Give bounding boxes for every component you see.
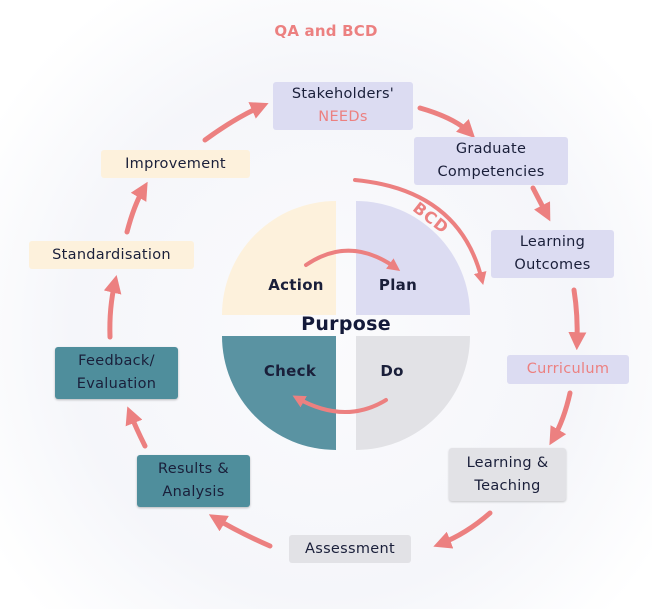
box-stakeholders-needs: Stakeholders' NEEDs [273,82,413,130]
analysis-label: Analysis [162,484,225,500]
quadrant-do [356,336,470,450]
curriculum-label: Curriculum [526,361,610,377]
box-graduate-competencies: Graduate Competencies [414,137,568,185]
action-label: Action [268,276,324,294]
bcd-arc-arrow [353,178,487,285]
box-learning-outcomes: Learning Outcomes [491,230,614,278]
improvement-label: Improvement [125,155,226,172]
quadrant-action [222,201,336,315]
arrow-curriculum-to-teaching [549,390,573,446]
stakeholders-label: Stakeholders' [291,86,395,102]
feedback-label: Feedback/ [78,353,155,369]
do-label: Do [380,362,404,380]
check-label: Check [263,362,317,380]
arrow-assessment-to-results [208,514,273,549]
arrow-standardisation-to-improvement [124,181,148,235]
box-feedback-evaluation: Feedback/ Evaluation [55,347,178,399]
inner-arrow-bottom [292,395,388,414]
inner-arrow-top [304,248,401,271]
arrow-needs-to-graduate [417,105,476,139]
learning-and-label: Learning & [466,454,549,471]
box-results-analysis: Results & Analysis [137,455,250,507]
standardisation-label: Standardisation [52,246,171,263]
arrow-improvement-to-needs [202,102,269,143]
arrow-teaching-to-assessment [433,510,493,549]
teaching-label: Teaching [474,477,541,494]
arrow-outcomes-to-curriculum [568,287,587,351]
needs-label: NEEDs [318,109,368,125]
box-improvement: Improvement [101,150,250,178]
box-learning-teaching: Learning & Teaching [449,448,566,501]
purpose-label: Purpose [301,313,391,335]
quadrant-check [222,336,336,450]
arrow-feedback-to-standardisation [103,274,122,340]
box-curriculum: Curriculum [507,355,629,384]
graduate-label: Graduate [455,141,527,157]
arrow-graduate-to-outcomes [530,185,551,222]
assessment-label: Assessment [305,540,395,557]
outcomes-label: Outcomes [514,257,591,273]
diagram-title: QA and BCD [274,22,378,40]
quadrant-plan [356,201,470,315]
box-standardisation: Standardisation [29,241,194,269]
competencies-label: Competencies [437,164,545,180]
evaluation-label: Evaluation [76,376,157,392]
arrow-results-to-feedback [125,406,148,449]
results-label: Results & [158,461,229,477]
plan-label: Plan [378,276,418,294]
box-assessment: Assessment [289,535,411,563]
learning-label: Learning [519,234,586,250]
